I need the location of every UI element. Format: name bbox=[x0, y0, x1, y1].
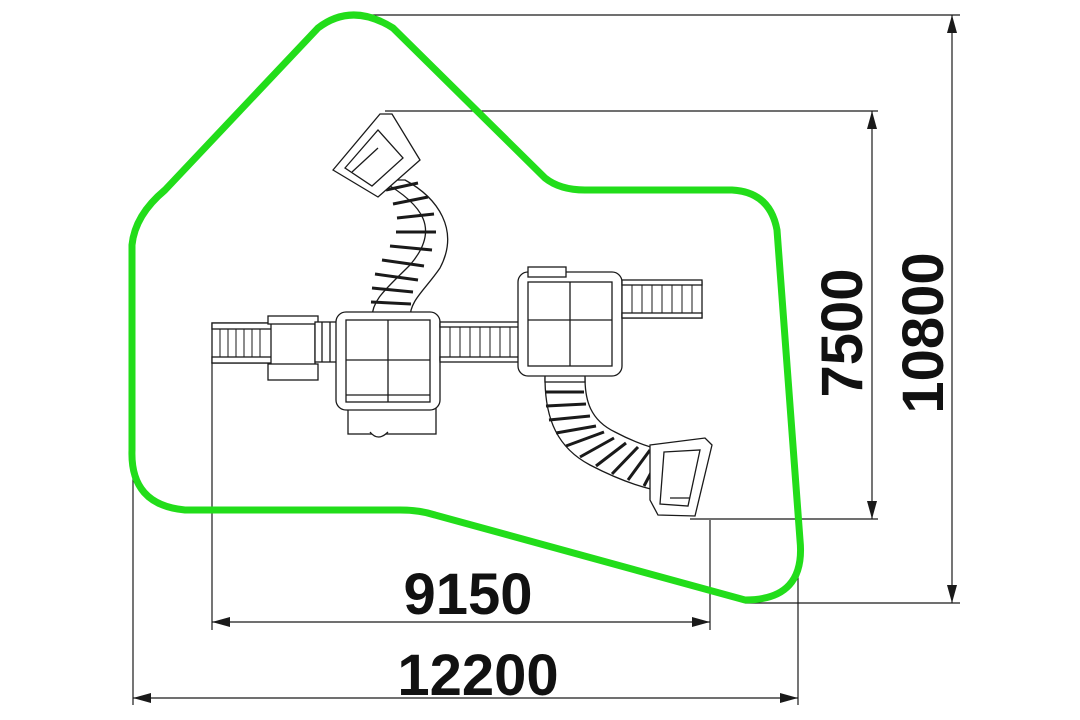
upper-slide-rings bbox=[370, 181, 436, 306]
lower-slide-rings bbox=[545, 390, 664, 487]
left-platform-rail-top bbox=[267, 315, 319, 325]
dim-label-equipment-width: 9150 bbox=[403, 562, 532, 627]
arrow-top-equipment bbox=[867, 111, 877, 129]
left-platform-rail-bottom bbox=[267, 363, 319, 381]
arrow-left-equipment bbox=[212, 617, 230, 627]
dim-label-equipment-depth: 7500 bbox=[810, 268, 875, 397]
safety-zone-outline bbox=[128, 11, 805, 604]
upper-slide-exit-inner bbox=[344, 129, 404, 187]
arrow-bottom-equipment bbox=[867, 501, 877, 519]
right-tower bbox=[517, 266, 623, 383]
left-small-platform bbox=[270, 317, 316, 371]
dimension-lines bbox=[132, 14, 960, 705]
dim-label-overall-depth: 10800 bbox=[891, 252, 956, 413]
lower-tube-slide bbox=[544, 377, 713, 517]
middle-bridge-slats bbox=[449, 327, 511, 357]
arrow-bottom-overall bbox=[947, 585, 957, 603]
right-ladder bbox=[621, 279, 703, 319]
dim-label-overall-width: 12200 bbox=[397, 643, 558, 708]
arrow-left-overall bbox=[133, 693, 151, 703]
arrow-right-overall bbox=[780, 693, 798, 703]
arrow-right-equipment bbox=[692, 617, 710, 627]
play-structure bbox=[211, 113, 713, 517]
upper-tube-slide bbox=[332, 113, 449, 319]
right-ladder-rungs bbox=[631, 285, 693, 313]
middle-bridge bbox=[439, 321, 521, 363]
lower-slide-exit-inner bbox=[659, 449, 701, 507]
left-tower bbox=[335, 311, 441, 438]
left-ladder-rungs bbox=[219, 329, 261, 357]
left-ladder bbox=[211, 322, 273, 364]
dimension-arrows bbox=[133, 15, 957, 703]
arrow-top-overall bbox=[947, 15, 957, 33]
